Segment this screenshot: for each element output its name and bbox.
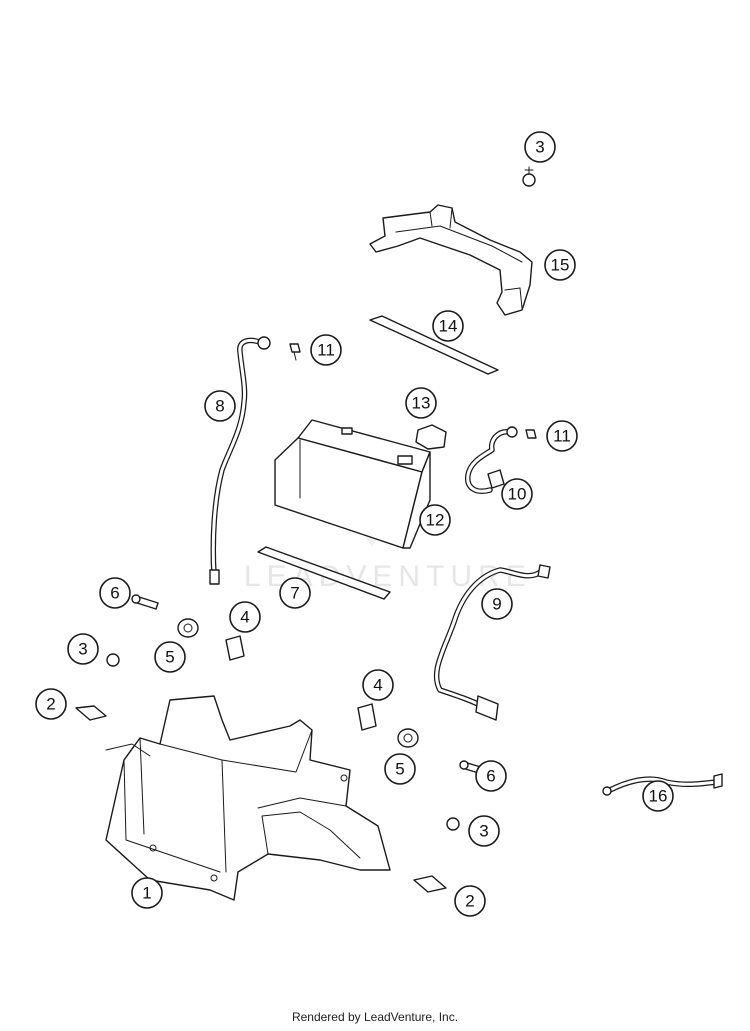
callout-4-right[interactable]: 4 (362, 669, 394, 701)
callout-15[interactable]: 15 (544, 249, 576, 281)
callout-5-left[interactable]: 5 (154, 641, 186, 673)
callout-2-left[interactable]: 2 (35, 688, 67, 720)
svg-text:3: 3 (78, 640, 87, 659)
svg-text:6: 6 (486, 767, 495, 786)
svg-text:10: 10 (508, 485, 527, 504)
part-screw-11-left (289, 343, 301, 361)
part-clip-2-right (413, 875, 447, 893)
part-nut-4-left (225, 635, 245, 661)
callout-4-left[interactable]: 4 (229, 601, 261, 633)
callout-1[interactable]: 1 (131, 877, 163, 909)
svg-text:4: 4 (240, 608, 249, 627)
callout-9[interactable]: 9 (481, 588, 513, 620)
part-nut-4-right (357, 703, 377, 731)
svg-text:11: 11 (317, 341, 335, 360)
callout-3-right[interactable]: 3 (468, 815, 500, 847)
svg-text:16: 16 (649, 787, 668, 806)
footer-credit: Rendered by LeadVenture, Inc. (291, 1010, 459, 1024)
callout-8[interactable]: 8 (204, 390, 236, 422)
svg-text:15: 15 (551, 256, 570, 275)
callout-11-right[interactable]: 11 (546, 420, 578, 452)
svg-text:12: 12 (426, 511, 445, 530)
part-negative-cable (209, 336, 271, 585)
callout-7[interactable]: 7 (279, 577, 311, 609)
callout-14[interactable]: 14 (432, 310, 464, 342)
svg-text:13: 13 (412, 394, 431, 413)
svg-text:3: 3 (479, 822, 488, 841)
callout-12[interactable]: 12 (419, 504, 451, 536)
part-grommet-5-left (177, 618, 199, 638)
callout-6-right[interactable]: 6 (475, 760, 507, 792)
svg-text:4: 4 (373, 676, 382, 695)
part-grommet-5-right (397, 728, 419, 748)
callout-11-left[interactable]: 11 (310, 334, 342, 366)
part-bolt-6-left (131, 594, 159, 610)
part-battery (274, 419, 431, 549)
svg-text:11: 11 (553, 427, 571, 446)
svg-text:6: 6 (110, 584, 119, 603)
callout-2-right[interactable]: 2 (454, 885, 486, 917)
part-battery-box (105, 695, 391, 901)
part-screw-3-top (522, 166, 536, 187)
part-screw-11-right (525, 429, 537, 439)
svg-text:2: 2 (465, 892, 474, 911)
svg-text:5: 5 (165, 648, 174, 667)
svg-text:14: 14 (439, 317, 458, 336)
part-clip-2-left (75, 705, 107, 721)
callout-6-left[interactable]: 6 (99, 577, 131, 609)
svg-text:9: 9 (492, 595, 501, 614)
callout-3-left[interactable]: 3 (67, 633, 99, 665)
svg-text:5: 5 (395, 760, 404, 779)
callout-10[interactable]: 10 (501, 478, 533, 510)
part-battery-bracket (369, 204, 533, 316)
svg-text:3: 3 (535, 138, 544, 157)
callout-13[interactable]: 13 (405, 387, 437, 419)
part-battery-pad (369, 315, 499, 375)
svg-text:2: 2 (46, 695, 55, 714)
part-small-cable (602, 773, 723, 796)
callout-16[interactable]: 16 (642, 780, 674, 812)
part-screw-3-left (106, 653, 120, 667)
callout-3-top[interactable]: 3 (524, 131, 556, 163)
part-main-cable (433, 564, 551, 721)
svg-text:1: 1 (142, 884, 151, 903)
callout-5-right[interactable]: 5 (384, 753, 416, 785)
part-screw-3-right (446, 817, 460, 831)
part-battery-mat (257, 546, 391, 600)
part-positive-cable (465, 426, 518, 494)
svg-text:7: 7 (290, 584, 299, 603)
svg-text:8: 8 (215, 397, 224, 416)
part-terminal-cover (415, 424, 447, 450)
